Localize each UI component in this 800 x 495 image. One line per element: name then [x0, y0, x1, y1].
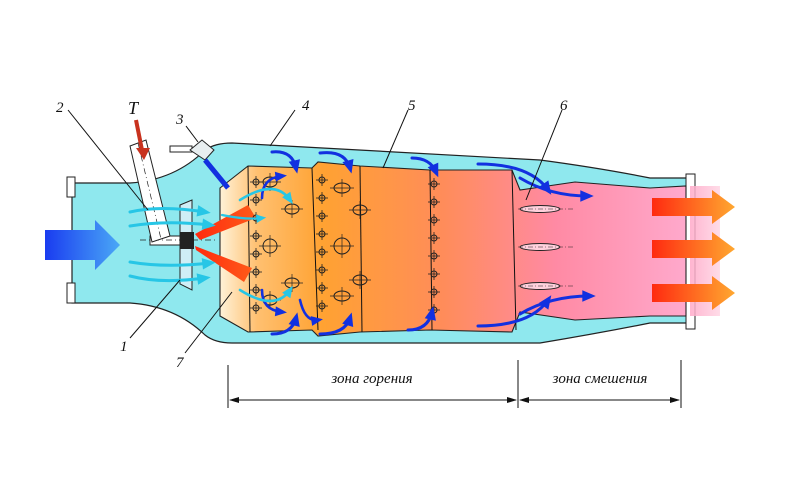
label-fuel-t: T — [128, 98, 140, 118]
large-hole — [330, 179, 354, 197]
air-arrow — [518, 290, 596, 316]
secondary-air-arrow — [238, 285, 293, 303]
label-5: 5 — [408, 98, 416, 114]
leader-lines — [67, 109, 563, 354]
air-arrow — [298, 298, 323, 326]
air-arrow — [518, 176, 594, 202]
large-hole — [330, 287, 354, 305]
exhaust-arrows — [652, 190, 735, 310]
large-hole — [330, 234, 354, 258]
air-arrow — [406, 306, 436, 332]
label-1: 1 — [120, 339, 128, 355]
large-hole — [349, 201, 371, 219]
fuel-arrow — [134, 119, 150, 160]
large-hole — [259, 235, 281, 257]
secondary-air-arrow — [128, 273, 211, 285]
secondary-air-arrow — [128, 258, 216, 270]
flame-jets — [195, 205, 256, 282]
secondary-air-arrow — [128, 218, 216, 230]
zone-mixing-label: зона смешения — [552, 371, 648, 387]
secondary-air-arrow — [238, 187, 293, 205]
secondary-air-arrow — [220, 213, 267, 223]
label-4: 4 — [302, 98, 310, 114]
label-2: 2 — [56, 100, 64, 116]
label-6: 6 — [560, 98, 568, 114]
air-flow-arrows — [128, 150, 596, 336]
air-arrow — [410, 156, 439, 178]
zone-combustion-label: зона горения — [330, 371, 412, 387]
secondary-air-arrow — [128, 205, 211, 217]
flame-tube — [219, 161, 720, 337]
zone-dimensions — [227, 360, 682, 408]
mixing-holes — [518, 205, 575, 290]
label-3: 3 — [175, 112, 184, 128]
air-arrow — [260, 171, 287, 200]
large-hole — [349, 271, 371, 289]
combustion-holes — [249, 173, 441, 317]
air-arrow — [318, 151, 354, 174]
inlet-air-arrow — [45, 220, 120, 270]
air-arrow — [318, 312, 354, 336]
air-arrow — [260, 288, 287, 317]
air-arrow — [270, 150, 300, 174]
air-arrow — [270, 312, 300, 336]
igniter — [169, 139, 230, 190]
label-7: 7 — [176, 355, 185, 371]
